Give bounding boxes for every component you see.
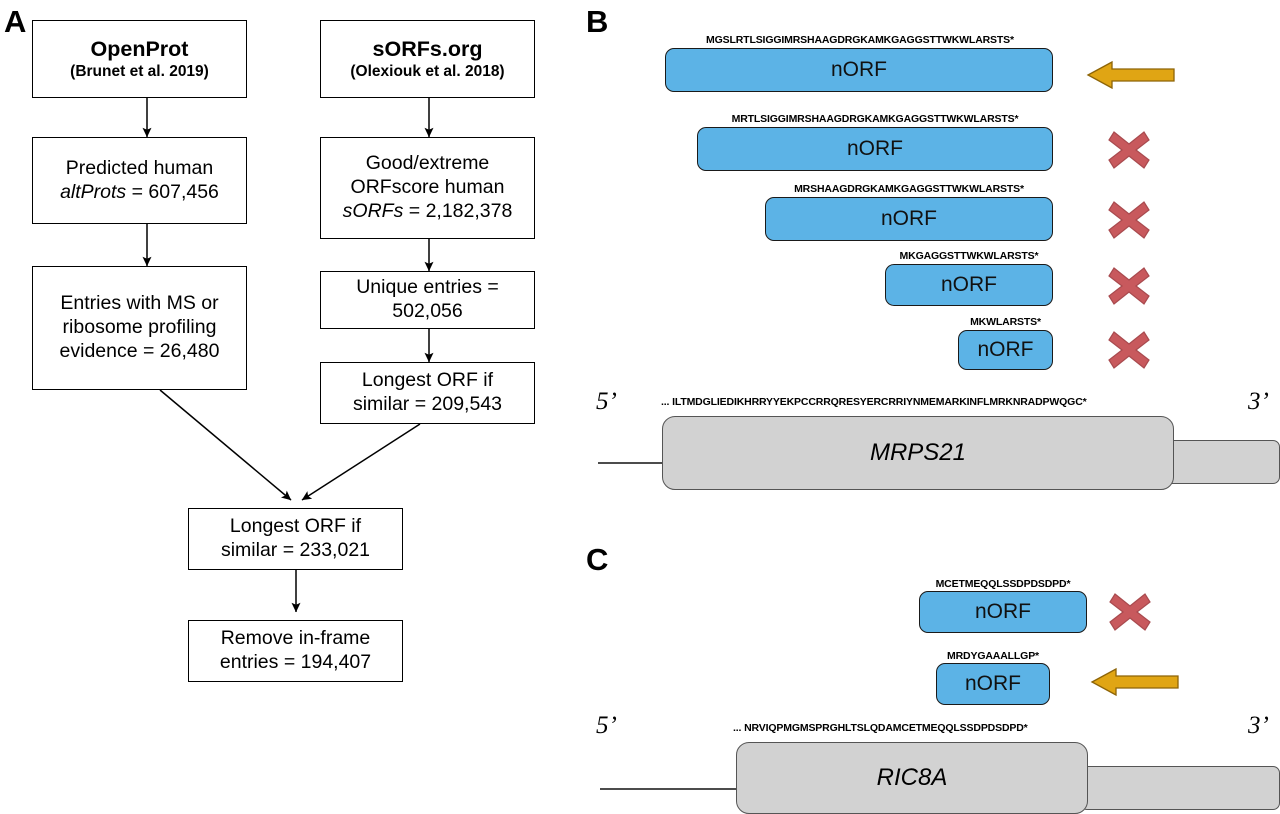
flow-box-unique-line2: 502,056 [392,300,463,322]
cross-icon-b5 [1108,331,1150,369]
gene-sequence-label-c: ... NRVIQPMGMSPRGHLTSLQDAMCETMEQQLSSDPDS… [733,722,1028,734]
flow-box-longest-orf-right[interactable]: Longest ORF if similar = 209,543 [320,362,535,424]
utr-line-c-left [600,788,738,790]
norf-sequence-label-b1: MGSLRTLSIGGIMRSHAAGDRGKAMKGAGGSTTWKWLARS… [706,34,1014,46]
exon-main-c[interactable]: RIC8A [736,742,1088,814]
flow-box-evidence-line3: evidence = 26,480 [59,339,220,362]
flow-box-longest-right-line1: Longest ORF if [361,369,494,392]
norf-box-b5[interactable]: nORF [958,330,1053,370]
flow-box-remove-line1: Remove in-frame [220,627,371,650]
flow-box-longest-orf-merged[interactable]: Longest ORF if similar = 233,021 [188,508,403,570]
flow-box-orfscore-line2: ORFscore human [350,176,505,199]
panel-c-letter: C [586,542,609,577]
norf-sequence-label-b4: MKGAGGSTTWKWLARSTS* [899,250,1039,262]
flow-box-predicted-italic: altProts [60,180,127,203]
five-prime-label-b: 5’ [596,388,617,415]
norf-box-b3[interactable]: nORF [765,197,1053,241]
five-prime-label-c: 5’ [596,712,617,739]
norf-sequence-label-c2: MRDYGAAALLGP* [947,650,1039,662]
norf-sequence-label-b3: MRSHAAGDRGKAMKGAGGSTTWKWLARSTS* [794,183,1024,195]
flow-box-openprot[interactable]: OpenProt (Brunet et al. 2019) [32,20,247,98]
cross-icon-b2 [1108,131,1150,169]
norf-sequence-label-b5: MKWLARSTS* [970,316,1041,328]
flow-box-orfscore[interactable]: Good/extreme ORFscore human sORFs = 2,18… [320,137,535,239]
cross-icon-c1 [1109,593,1151,631]
exon-main-b[interactable]: MRPS21 [662,416,1174,490]
utr-line-b-left [598,462,666,464]
norf-box-c2[interactable]: nORF [936,663,1050,705]
norf-box-b1[interactable]: nORF [665,48,1053,92]
flow-box-longest-merged-line2: similar = 233,021 [220,539,371,561]
norf-sequence-label-b2: MRTLSIGGIMRSHAAGDRGKAMKGAGGSTTWKWLARSTS* [731,113,1019,125]
left-arrow-icon-b1 [1086,60,1175,90]
flow-box-orfscore-count: = 2,182,378 [403,199,513,222]
panel-a-letter: A [4,4,27,39]
flow-box-evidence-line1: Entries with MS or [60,292,219,315]
flow-box-remove-line2: entries = 194,407 [219,651,372,673]
flow-box-sorfs[interactable]: sORFs.org (Olexiouk et al. 2018) [320,20,535,98]
flow-box-predicted-altprots[interactable]: Predicted human altProts = 607,456 [32,137,247,224]
cross-icon-b3 [1108,201,1150,239]
flow-box-evidence[interactable]: Entries with MS or ribosome profiling ev… [32,266,247,390]
flow-box-evidence-line2: ribosome profiling [62,316,217,339]
three-prime-label-c: 3’ [1248,712,1269,739]
norf-box-b4[interactable]: nORF [885,264,1053,306]
cross-icon-b4 [1108,267,1150,305]
flow-box-sorfs-citation: (Olexiouk et al. 2018) [350,62,505,80]
exon-tail-c [1080,766,1280,810]
flow-box-remove-inframe[interactable]: Remove in-frame entries = 194,407 [188,620,403,682]
flow-box-unique-line1: Unique entries = [356,276,499,299]
flow-box-predicted-line1: Predicted human [65,156,214,179]
flow-box-openprot-title: OpenProt [90,37,189,62]
norf-sequence-label-c1: MCETMEQQLSSDPDSDPD* [935,578,1071,590]
flow-box-orfscore-line1: Good/extreme [365,152,490,175]
flow-box-unique-entries[interactable]: Unique entries = 502,056 [320,271,535,329]
three-prime-label-b: 3’ [1248,388,1269,415]
flow-box-sorfs-title: sORFs.org [372,37,483,62]
flow-box-orfscore-italic: sORFs [342,199,404,222]
flow-box-predicted-count: = 607,456 [126,180,219,203]
flow-box-longest-merged-line1: Longest ORF if [229,515,362,538]
norf-box-c1[interactable]: nORF [919,591,1087,633]
flow-box-openprot-citation: (Brunet et al. 2019) [70,62,209,80]
left-arrow-icon-c2 [1090,667,1179,697]
exon-tail-b [1160,440,1280,484]
norf-box-b2[interactable]: nORF [697,127,1053,171]
panel-b-letter: B [586,4,609,39]
flow-box-longest-right-line2: similar = 209,543 [352,393,503,415]
gene-sequence-label-b: ... ILTMDGLIEDIKHRRYYEKPCCRRQRESYERCRRIY… [661,396,1087,408]
